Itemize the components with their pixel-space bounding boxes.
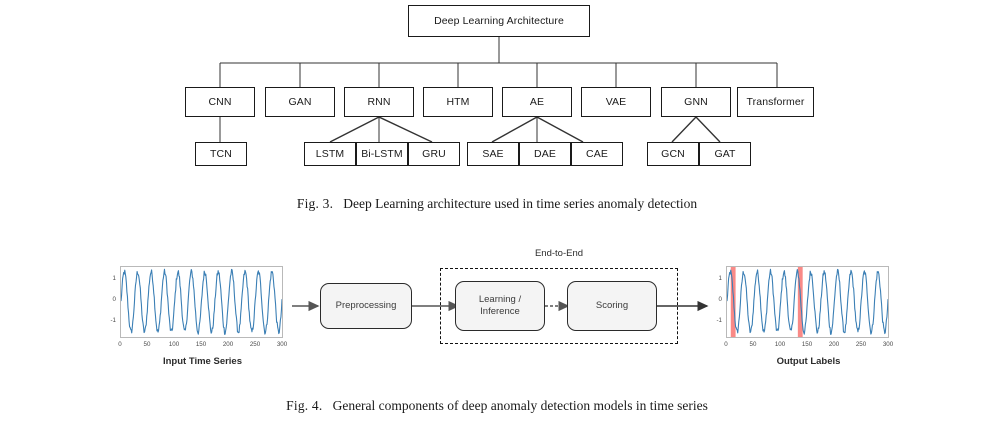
tree-node-tcn-label: TCN	[210, 148, 232, 160]
input-xtick-100: 100	[168, 341, 180, 348]
stage-scoring[interactable]: Scoring	[567, 281, 657, 331]
input-xtick-0: 0	[118, 341, 122, 348]
input-xtick-50: 50	[143, 341, 151, 348]
output-series-svg	[727, 267, 888, 337]
tree-node-rnn[interactable]: RNN	[344, 87, 414, 117]
tree-connectors	[219, 37, 778, 143]
input-ytick-neg1: -1	[110, 317, 116, 324]
tree-node-bilstm[interactable]: Bi-LSTM	[356, 142, 408, 166]
stage-preprocessing[interactable]: Preprocessing	[320, 283, 412, 329]
output-ytick-neg1: -1	[716, 317, 722, 324]
tree-node-bilstm-label: Bi-LSTM	[361, 148, 403, 160]
tree-node-cnn-label: CNN	[208, 96, 232, 108]
tree-node-cnn[interactable]: CNN	[185, 87, 255, 117]
figure3-caption-text: Deep Learning architecture used in time …	[343, 196, 698, 211]
input-xtick-300: 300	[276, 341, 288, 348]
tree-node-root-label: Deep Learning Architecture	[434, 15, 564, 27]
tree-node-gcn-label: GCN	[661, 148, 685, 160]
tree-node-vae[interactable]: VAE	[581, 87, 651, 117]
tree-node-ae[interactable]: AE	[502, 87, 572, 117]
tree-node-gnn-label: GNN	[684, 96, 708, 108]
tree-node-gru[interactable]: GRU	[408, 142, 460, 166]
tree-node-htm-label: HTM	[446, 96, 470, 108]
output-xtick-50: 50	[749, 341, 757, 348]
input-plot-caption: Input Time Series	[162, 356, 242, 367]
tree-node-cae[interactable]: CAE	[571, 142, 623, 166]
input-xtick-250: 250	[249, 341, 261, 348]
tree-node-sae[interactable]: SAE	[467, 142, 519, 166]
tree-node-ae-label: AE	[529, 96, 545, 108]
output-xtick-300: 300	[882, 341, 894, 348]
tree-node-transformer[interactable]: Transformer	[737, 87, 814, 117]
stage-preprocessing-label: Preprocessing	[335, 300, 397, 311]
tree-node-gat-label: GAT	[714, 148, 736, 160]
tree-node-gan[interactable]: GAN	[265, 87, 335, 117]
figure4-caption: Fig. 4. General components of deep anoma…	[0, 398, 994, 414]
tree-node-vae-label: VAE	[605, 96, 627, 108]
input-ytick-0: 0	[112, 296, 116, 303]
tree-node-gat[interactable]: GAT	[699, 142, 751, 166]
stage-scoring-label: Scoring	[595, 300, 629, 311]
tree-node-cae-label: CAE	[586, 148, 608, 160]
figure3-caption-label: Fig. 3.	[296, 196, 334, 211]
tree-node-tcn[interactable]: TCN	[195, 142, 247, 166]
output-xtick-250: 250	[855, 341, 867, 348]
input-xtick-150: 150	[195, 341, 207, 348]
tree-node-dae-label: DAE	[534, 148, 556, 160]
stage-learning-inference-label: Learning / Inference	[478, 294, 522, 317]
tree-node-rnn-label: RNN	[367, 96, 391, 108]
end-to-end-label: End-to-End	[534, 248, 584, 259]
output-ytick-1: 1	[718, 275, 722, 282]
tree-node-dae[interactable]: DAE	[519, 142, 571, 166]
stage-learning-inference[interactable]: Learning / Inference	[455, 281, 545, 331]
tree-node-root[interactable]: Deep Learning Architecture	[408, 5, 590, 37]
input-ytick-1: 1	[112, 275, 116, 282]
tree-node-gcn[interactable]: GCN	[647, 142, 699, 166]
output-plot-caption: Output Labels	[776, 356, 841, 367]
tree-node-gnn[interactable]: GNN	[661, 87, 731, 117]
tree-node-gru-label: GRU	[422, 148, 446, 160]
tree-node-htm[interactable]: HTM	[423, 87, 493, 117]
tree-node-gan-label: GAN	[288, 96, 312, 108]
output-xtick-100: 100	[774, 341, 786, 348]
output-ytick-0: 0	[718, 296, 722, 303]
input-xtick-200: 200	[222, 341, 234, 348]
tree-node-lstm-label: LSTM	[315, 148, 345, 160]
output-labels-plot	[726, 266, 889, 338]
output-xtick-0: 0	[724, 341, 728, 348]
tree-node-sae-label: SAE	[482, 148, 504, 160]
output-xtick-200: 200	[828, 341, 840, 348]
input-time-series-plot	[120, 266, 283, 338]
tree-node-lstm[interactable]: LSTM	[304, 142, 356, 166]
figure4-caption-text: General components of deep anomaly detec…	[332, 398, 708, 413]
tree-node-transformer-label: Transformer	[746, 96, 805, 108]
output-xtick-150: 150	[801, 341, 813, 348]
figure3-caption: Fig. 3. Deep Learning architecture used …	[0, 196, 994, 212]
figure4-caption-label: Fig. 4.	[286, 398, 323, 413]
input-series-svg	[121, 268, 282, 335]
